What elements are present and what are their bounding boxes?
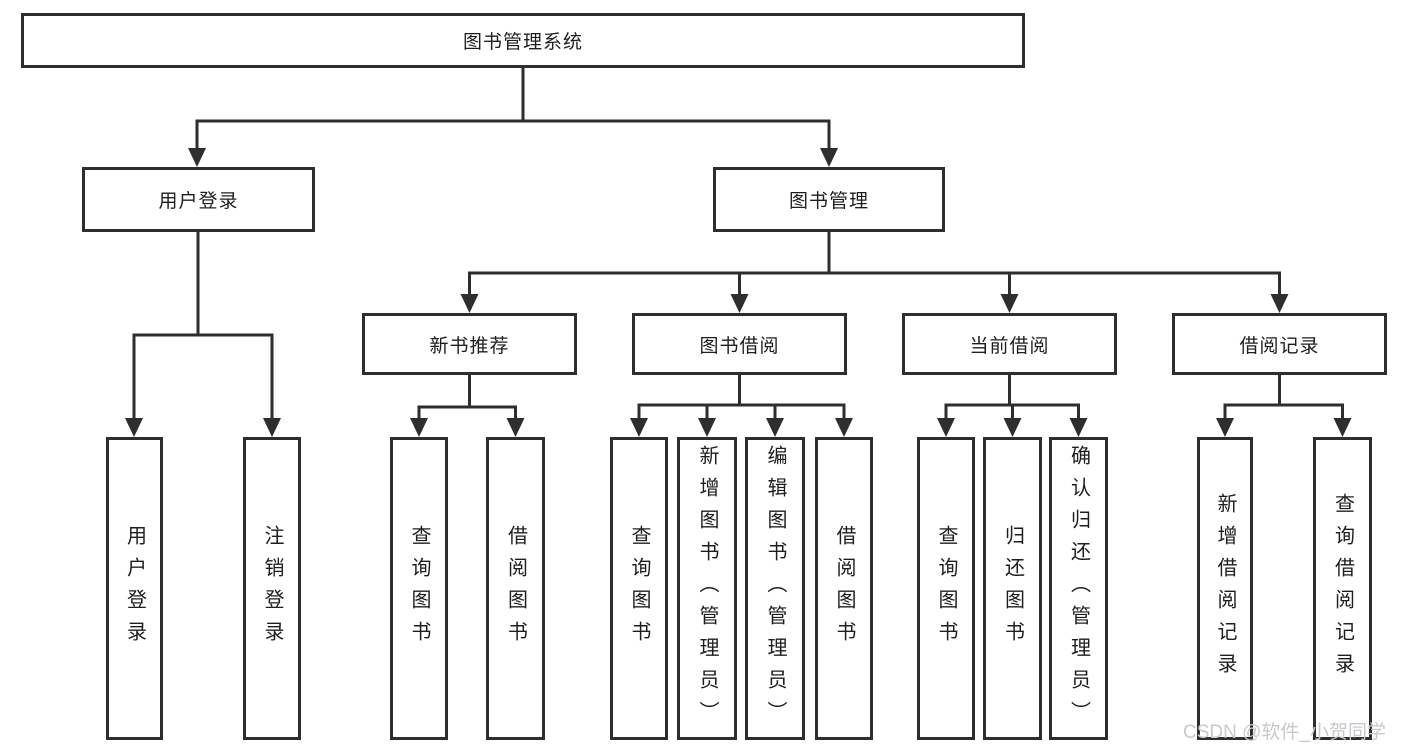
node-label: 用户登录 <box>158 191 239 212</box>
node-label: 查询借阅记录 <box>1331 492 1354 685</box>
node-label: 借阅记录 <box>1239 335 1320 357</box>
node-book-management-branch: 图书管理 <box>713 167 945 232</box>
leaf-borrow-books: 借阅图书 <box>815 437 873 740</box>
node-label: 编辑图书（管理员） <box>764 444 786 733</box>
csdn-watermark: CSDN @软件_小贺同学 <box>1183 722 1386 743</box>
node-label: 图书管理 <box>788 191 869 212</box>
leaf-logout: 注销登录 <box>243 437 301 740</box>
leaf-add-borrow-record: 新增借阅记录 <box>1197 437 1253 740</box>
leaf-query-books: 查询图书 <box>610 437 668 740</box>
leaf-user-login: 用户登录 <box>106 437 163 740</box>
node-root-system: 图书管理系统 <box>21 13 1025 68</box>
node-current-borrow: 当前借阅 <box>902 313 1117 375</box>
leaf-query-books: 查询图书 <box>917 437 975 740</box>
node-borrow-records: 借阅记录 <box>1172 313 1387 375</box>
leaf-edit-books-admin: 编辑图书（管理员） <box>745 437 805 740</box>
node-label: 新书推荐 <box>429 335 510 357</box>
node-label: 确认归还（管理员） <box>1067 444 1090 733</box>
node-book-borrow: 图书借阅 <box>632 313 847 375</box>
leaf-confirm-return-admin: 确认归还（管理员） <box>1049 437 1108 740</box>
node-label: 图书借阅 <box>699 335 780 357</box>
node-label: 注销登录 <box>261 524 283 653</box>
node-new-book-recommend: 新书推荐 <box>362 313 577 375</box>
node-label: 用户登录 <box>123 524 146 653</box>
node-label: 新增图书（管理员） <box>696 444 718 733</box>
node-label: 查询图书 <box>935 524 957 653</box>
leaf-return-books: 归还图书 <box>983 437 1042 740</box>
node-label: 归还图书 <box>1001 524 1024 653</box>
leaf-query-books: 查询图书 <box>390 437 448 740</box>
node-label: 查询图书 <box>408 524 430 653</box>
node-label: 查询图书 <box>628 524 650 653</box>
node-label: 借阅图书 <box>504 524 527 653</box>
leaf-add-books-admin: 新增图书（管理员） <box>677 437 737 740</box>
node-user-login-branch: 用户登录 <box>82 167 315 232</box>
node-label: 借阅图书 <box>833 524 855 653</box>
node-label: 图书管理系统 <box>462 32 583 53</box>
node-label: 新增借阅记录 <box>1214 492 1236 685</box>
node-label: 当前借阅 <box>969 335 1050 357</box>
leaf-query-borrow-record: 查询借阅记录 <box>1313 437 1372 740</box>
leaf-borrow-books: 借阅图书 <box>486 437 545 740</box>
